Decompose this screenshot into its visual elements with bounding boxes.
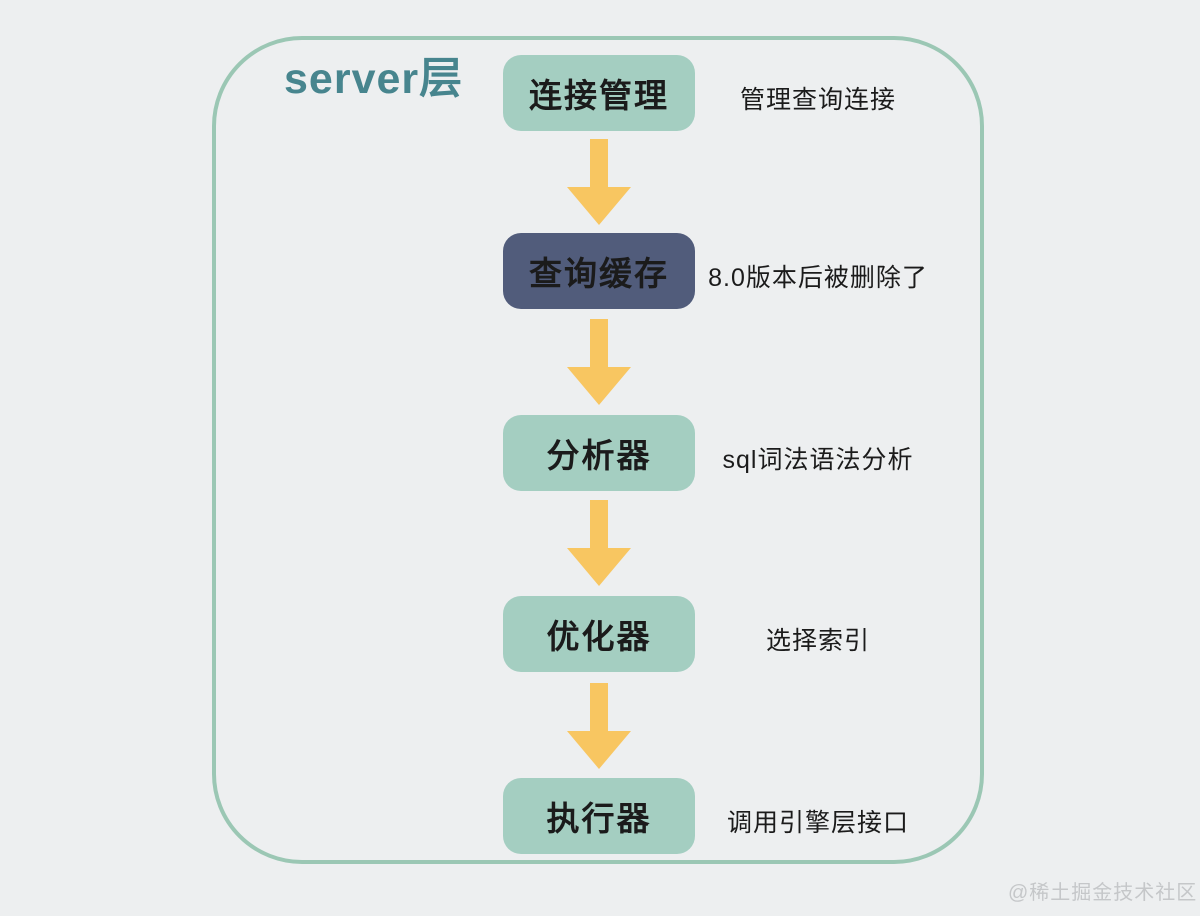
arrow-shaft — [590, 139, 608, 189]
watermark: @稀土掘金技术社区 — [1008, 882, 1198, 904]
annotation-executor: 调用引擎层接口 — [726, 809, 909, 837]
node-label: 查询缓存 — [529, 255, 669, 292]
annotation-parser: sql词法语法分析 — [722, 446, 914, 474]
node-executor: 执行器 — [503, 778, 695, 854]
arrow-head — [567, 187, 631, 225]
annotation-query-cache: 8.0版本后被删除了 — [708, 264, 928, 292]
node-label: 优化器 — [546, 618, 652, 655]
server-layer-container — [212, 36, 984, 864]
arrow-head — [567, 731, 631, 769]
node-connection-manager: 连接管理 — [503, 55, 695, 131]
annotation-connection-manager: 管理查询连接 — [739, 86, 896, 114]
diagram-title: server层 — [284, 55, 464, 103]
arrow-shaft — [590, 500, 608, 550]
arrow-down-icon — [567, 139, 631, 225]
node-parser: 分析器 — [503, 415, 695, 491]
node-label: 连接管理 — [529, 77, 669, 114]
arrow-down-icon — [567, 319, 631, 405]
arrow-shaft — [590, 683, 608, 733]
arrow-head — [567, 548, 631, 586]
node-label: 分析器 — [546, 437, 652, 474]
node-query-cache: 查询缓存 — [503, 233, 695, 309]
node-label: 执行器 — [546, 800, 652, 837]
arrow-shaft — [590, 319, 608, 369]
arrow-down-icon — [567, 683, 631, 769]
arrow-head — [567, 367, 631, 405]
node-optimizer: 优化器 — [503, 596, 695, 672]
arrow-down-icon — [567, 500, 631, 586]
annotation-optimizer: 选择索引 — [765, 627, 870, 655]
